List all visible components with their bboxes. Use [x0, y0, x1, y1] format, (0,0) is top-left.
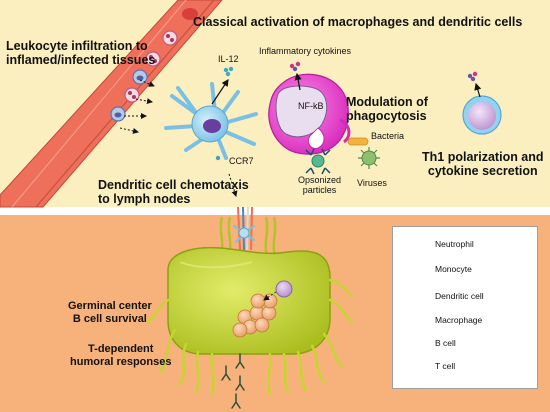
germinal-center-heading: Germinal center B cell survival	[68, 300, 152, 325]
lymph-node	[167, 246, 331, 355]
phagocytosis-heading: Modulation of phagocytosis	[346, 95, 428, 124]
th1-secretion-arrow	[474, 82, 482, 98]
legend-label-macrophage: Macrophage	[435, 315, 483, 325]
ccr7-receptor	[215, 155, 221, 161]
inflammatory-cytokine-molecules	[289, 61, 301, 72]
viruses-label: Viruses	[357, 178, 387, 188]
th1-heading: Th1 polarization and cytokine secretion	[422, 150, 544, 179]
legend-label-t-cell: T cell	[435, 361, 456, 371]
inflammatory-cytokines-label: Inflammatory cytokines	[259, 46, 352, 56]
th1-cell	[462, 95, 502, 135]
humoral-heading: T-dependent humoral responses	[70, 343, 172, 368]
bacteria-label: Bacteria	[371, 131, 405, 141]
legend-label-monocyte: Monocyte	[435, 264, 472, 274]
vessel-monocyte	[132, 69, 148, 85]
panel-divider	[0, 207, 550, 215]
antibodies	[221, 353, 245, 409]
vessel-neutrophil	[124, 87, 140, 103]
vessel-red-cell	[182, 8, 198, 20]
opsonized-particle	[305, 148, 331, 175]
vessel-neutrophil	[162, 30, 178, 46]
vessel-neutrophil	[145, 51, 161, 67]
th1-cytokine-molecules	[467, 71, 478, 82]
ccr7-label: CCR7	[229, 156, 254, 166]
legend-label-neutrophil: Neutrophil	[435, 239, 474, 249]
legend-label-b-cell: B cell	[435, 338, 456, 348]
il12-arrow	[211, 79, 229, 105]
virus	[358, 147, 380, 169]
chemotaxis-heading: Dendritic cell chemotaxis to lymph nodes	[98, 178, 249, 207]
il12-molecules	[223, 66, 234, 77]
il12-label: IL-12	[218, 54, 239, 64]
germinal-center-t-cell	[275, 280, 293, 298]
blood-vessel	[0, 0, 223, 208]
legend-label-dendritic-cell: Dendritic cell	[435, 291, 484, 301]
opsonized-particles-label: Opsonized particles	[298, 175, 342, 196]
legend: Neutrophil Monocyte Dendritic cell Macro…	[392, 226, 538, 389]
germinal-center-b-cells	[232, 293, 278, 338]
classical-activation-heading: Classical activation of macrophages and …	[193, 15, 523, 29]
extravasation-arrows	[119, 79, 155, 134]
lymph-node-fringes	[146, 278, 354, 396]
nfkb-label: NF-kB	[298, 101, 324, 111]
bacterium	[347, 137, 369, 146]
dendritic-cell	[164, 82, 258, 160]
cytokine-arrow	[294, 72, 302, 91]
leukocyte-heading: Leukocyte infiltration to inflamed/infec…	[6, 39, 156, 68]
migrating-dendritic-cell	[233, 225, 255, 243]
t-b-interaction-arrow	[263, 291, 277, 301]
vessel-monocyte	[110, 106, 126, 122]
macrophage	[268, 73, 351, 155]
